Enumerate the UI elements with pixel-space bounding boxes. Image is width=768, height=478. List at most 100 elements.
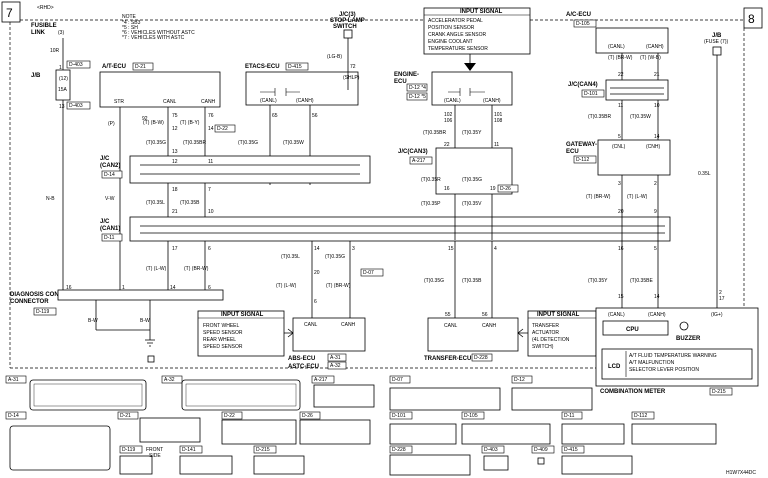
svg-text:7: 7 [208, 187, 211, 193]
svg-text:14: 14 [208, 126, 214, 132]
svg-text:COMBINATION METER: COMBINATION METER [600, 389, 666, 395]
svg-text:CONNECTOR: CONNECTOR [10, 299, 49, 305]
svg-text:SWITCH: SWITCH [333, 24, 357, 30]
svg-text:CANH: CANH [341, 322, 356, 328]
svg-text:2: 2 [654, 181, 657, 187]
svg-text:5: 5 [654, 246, 657, 252]
svg-text:LINK: LINK [31, 30, 46, 36]
svg-text:22: 22 [618, 72, 624, 78]
svg-text:A-217: A-217 [412, 158, 426, 164]
svg-text:13: 13 [59, 104, 65, 110]
connector-a217: A-217 [311, 375, 375, 408]
svg-text:REAR WHEEL: REAR WHEEL [203, 337, 236, 343]
svg-text:(T)0.35Y: (T)0.35Y [462, 130, 482, 136]
svg-text:1: 1 [122, 285, 125, 291]
svg-text:D-409: D-409 [534, 447, 548, 453]
svg-text:D-22: D-22 [217, 126, 228, 132]
svg-text:A/C-ECU: A/C-ECU [566, 12, 591, 18]
svg-text:(CANH): (CANH) [646, 44, 664, 50]
svg-text:(T)0.35BR: (T)0.35BR [183, 140, 206, 146]
svg-text:D-415: D-415 [288, 64, 302, 70]
svg-text:SWITCH): SWITCH) [532, 344, 554, 350]
connector-d119: D-119 FRONT SIDE [119, 445, 163, 475]
svg-text:D-112: D-112 [576, 157, 589, 163]
svg-text:(CNH): (CNH) [646, 144, 660, 150]
stop-lamp-switch: J/C(3) STOP LAMP SWITCH (LG-B) 72 [327, 12, 365, 90]
svg-text:(T)0.35G: (T)0.35G [424, 278, 444, 284]
svg-text:(CAN2): (CAN2) [100, 163, 120, 169]
svg-text:DIAGNOSIS CONNECTOR: DIAGNOSIS CONNECTOR [10, 292, 85, 298]
svg-text:(T)0.35BE: (T)0.35BE [630, 278, 653, 284]
svg-text:ETACS-ECU: ETACS-ECU [245, 64, 280, 70]
svg-text:(4L DETECTION: (4L DETECTION [532, 337, 570, 343]
svg-text:D-215: D-215 [712, 389, 726, 395]
svg-text:J/C(CAN4): J/C(CAN4) [568, 82, 598, 88]
svg-text:ACTUATOR: ACTUATOR [532, 330, 559, 336]
svg-text:D-21: D-21 [120, 413, 131, 419]
svg-text:A/T-ECU: A/T-ECU [102, 64, 126, 70]
connector-d11: D-11 [561, 411, 625, 445]
svg-text:(CANL): (CANL) [444, 98, 461, 104]
ac-ecu: A/C-ECU D-105 (CANL) (CANH) (T) (BR-W) (… [566, 12, 669, 100]
svg-text:FRONT WHEEL: FRONT WHEEL [203, 323, 240, 329]
note-block: NOTE *4 : SB3 *5 : SH *6 : VEHICLES WITH… [122, 14, 195, 41]
svg-text:(T)0.35G: (T)0.35G [462, 177, 482, 183]
etacs-ecu: ETACS-ECU D-415 (CANL) (CANH) (SHLP) 65 … [238, 62, 360, 185]
svg-text:(CNL): (CNL) [612, 144, 626, 150]
svg-text:(T) (BR-W): (T) (BR-W) [586, 194, 611, 200]
svg-text:D-22: D-22 [224, 413, 235, 419]
svg-text:CANL: CANL [444, 323, 458, 329]
svg-text:D-403: D-403 [484, 447, 498, 453]
svg-text:B-W: B-W [88, 318, 98, 324]
abs-input-signal: INPUT SIGNAL FRONT WHEEL SPEED SENSOR RE… [197, 310, 294, 357]
svg-text:D-415: D-415 [564, 447, 578, 453]
svg-text:D-26: D-26 [302, 413, 313, 419]
svg-text:22: 22 [444, 142, 450, 148]
svg-text:(T)0.35G: (T)0.35G [325, 254, 345, 260]
svg-text:14: 14 [314, 246, 320, 252]
svg-text:65: 65 [272, 113, 278, 119]
svg-text:(T)0.35L: (T)0.35L [146, 200, 165, 206]
connector-d26: D-26 [299, 411, 371, 445]
svg-text:D-26: D-26 [500, 186, 511, 192]
svg-text:J/C: J/C [100, 219, 110, 225]
rhd-label: <RHD> [37, 5, 54, 11]
svg-text:17: 17 [172, 246, 178, 252]
svg-text:(T) (B-W): (T) (B-W) [143, 120, 164, 126]
svg-text:75: 75 [172, 113, 178, 119]
svg-text:55: 55 [445, 312, 451, 318]
svg-text:SIDE: SIDE [149, 453, 161, 459]
svg-text:(CANL): (CANL) [260, 98, 277, 104]
svg-text:FRONT: FRONT [146, 447, 163, 453]
svg-text:CANH: CANH [201, 99, 216, 105]
svg-text:11: 11 [208, 159, 213, 165]
svg-text:15: 15 [448, 246, 454, 252]
svg-text:FUSIBLE: FUSIBLE [31, 23, 57, 29]
svg-text:(T)0.35BR: (T)0.35BR [423, 130, 446, 136]
svg-text:A-31: A-31 [330, 355, 341, 361]
svg-text:SPEED SENSOR: SPEED SENSOR [203, 330, 243, 336]
svg-text:GATEWAY-: GATEWAY- [566, 142, 597, 148]
junction-block-right: J/B (FUSE (7)) 0.35L 2 17 [698, 33, 729, 310]
svg-text:(CANL): (CANL) [608, 44, 625, 50]
svg-text:1: 1 [59, 65, 62, 71]
svg-text:D-14: D-14 [8, 413, 19, 419]
svg-text:J/C(3): J/C(3) [339, 12, 356, 18]
abs-ecu: CANL CANH ABS-ECU A-31 ASTC-ECU A-32 [288, 317, 366, 370]
svg-text:(T) (L-W): (T) (L-W) [627, 194, 648, 200]
svg-text:INPUT SIGNAL: INPUT SIGNAL [221, 312, 264, 318]
svg-text:92: 92 [142, 116, 148, 122]
jc-can1: J/C (CAN1) D-11 21 10 17 6 (T) (L-W) (T)… [100, 209, 671, 272]
svg-text:(T)0.35L: (T)0.35L [281, 254, 300, 260]
svg-text:56: 56 [312, 113, 318, 119]
svg-text:(CAN1): (CAN1) [100, 226, 120, 232]
svg-text:D-105: D-105 [464, 413, 478, 419]
svg-text:16: 16 [618, 246, 624, 252]
connector-d14: D-14 [5, 411, 111, 471]
svg-text:3: 3 [352, 246, 355, 252]
svg-text:16: 16 [444, 186, 450, 192]
svg-text:D-228: D-228 [392, 447, 406, 453]
svg-text:ENGINE-: ENGINE- [394, 72, 419, 78]
connector-d101: D-101 [389, 411, 457, 445]
